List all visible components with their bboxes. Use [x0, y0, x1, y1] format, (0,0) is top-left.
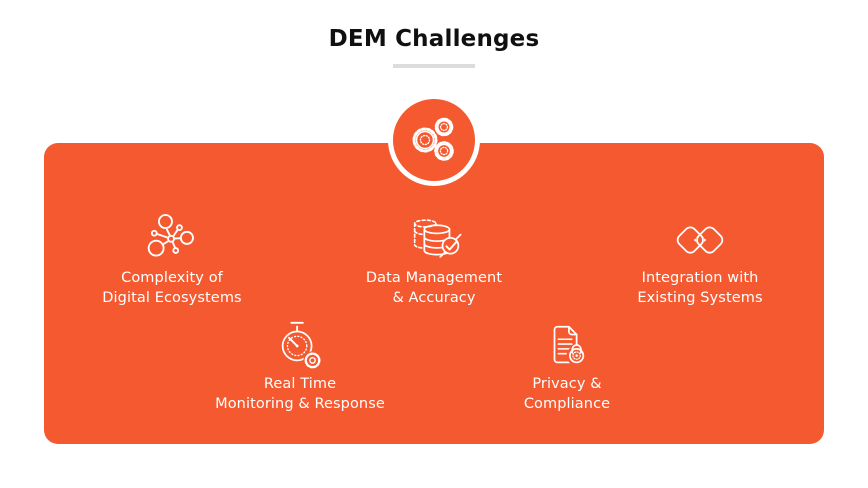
page-title: DEM Challenges: [328, 26, 540, 52]
challenge-item: Complexity of Digital Ecosystems: [62, 206, 282, 308]
challenge-label: Data Management & Accuracy: [366, 268, 502, 308]
challenge-label-line1: Complexity of: [121, 270, 223, 286]
challenge-item: Data Management & Accuracy: [319, 206, 549, 308]
challenge-label-line2: & Accuracy: [392, 290, 476, 306]
challenge-label-line2: Monitoring & Response: [215, 396, 385, 412]
challenges-badge: [388, 94, 480, 186]
challenge-label: Complexity of Digital Ecosystems: [102, 268, 241, 308]
document-lock-icon: [553, 325, 587, 366]
challenge-label-line2: Compliance: [523, 396, 611, 412]
challenge-label: Integration with Existing Systems: [637, 268, 762, 308]
badge-circle: [393, 99, 475, 181]
title-underline: [393, 64, 475, 68]
challenge-item: Integration with Existing Systems: [585, 206, 815, 308]
challenge-label: Real Time Monitoring & Response: [215, 374, 385, 414]
stopwatch-gear-icon: [281, 321, 322, 370]
challenge-label-line1: Integration with: [641, 270, 759, 286]
challenge-item: Privacy & Compliance: [457, 312, 677, 414]
gears-icon: [412, 117, 454, 161]
overlapping-squares-icon: [676, 226, 724, 254]
challenge-label-line1: Data Management: [365, 270, 503, 286]
challenge-label-line1: Real Time: [263, 376, 337, 392]
challenge-item: Real Time Monitoring & Response: [175, 312, 425, 414]
challenge-label: Privacy & Compliance: [524, 374, 610, 414]
challenge-label-line2: Existing Systems: [637, 290, 763, 306]
challenge-label-line1: Privacy &: [532, 376, 602, 392]
challenges-panel: [44, 143, 824, 444]
network-nodes-icon: [147, 214, 194, 257]
database-check-icon: [413, 219, 462, 258]
challenge-label-line2: Digital Ecosystems: [102, 290, 242, 306]
